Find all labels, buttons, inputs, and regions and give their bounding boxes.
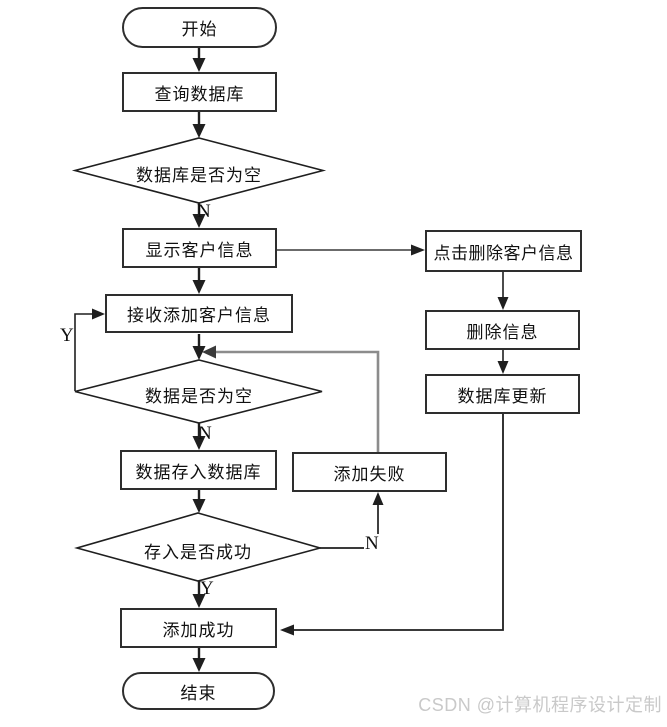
data-empty-decision-shape xyxy=(74,359,323,424)
add-success-process: 添加成功 xyxy=(120,608,277,648)
db-empty-decision-label: 数据库是否为空 xyxy=(136,166,262,185)
start-label: 开始 xyxy=(181,20,218,39)
show-customer-info-label: 显示客户信息 xyxy=(145,240,254,260)
arrowhead-down-addsuccess xyxy=(192,594,206,608)
start-terminator: 开始 xyxy=(122,7,277,48)
arrowhead-down-dataempty xyxy=(192,346,206,360)
click-delete-customer-info-label: 点击删除客户信息 xyxy=(433,243,574,263)
main-flow-arrows xyxy=(192,48,206,672)
branch-label-store-success-yes: Y xyxy=(200,578,214,599)
branch-label-data-empty-no: N xyxy=(198,423,212,444)
add-fail-process: 添加失败 xyxy=(292,452,447,492)
receive-add-customer-info-label: 接收添加客户信息 xyxy=(127,306,271,325)
connector-clickdelete-to-deleteinfo xyxy=(497,272,509,310)
arrowhead-left-feedback xyxy=(202,345,216,359)
receive-add-customer-info-process: 接收添加客户信息 xyxy=(105,294,293,333)
arrowhead-down-receiveadd xyxy=(192,280,206,294)
store-success-decision-label: 存入是否成功 xyxy=(144,543,252,562)
store-data-process: 数据存入数据库 xyxy=(120,450,277,490)
db-empty-decision-shape xyxy=(71,137,327,204)
branch-label-store-success-no: N xyxy=(364,533,380,554)
db-update-label: 数据库更新 xyxy=(457,386,548,406)
arrowhead-down-querydb xyxy=(192,58,206,72)
add-fail-label: 添加失败 xyxy=(333,464,406,484)
end-terminator: 结束 xyxy=(122,672,275,710)
db-update-process: 数据库更新 xyxy=(425,374,580,414)
store-success-decision-shape xyxy=(74,512,323,582)
connector-show-to-clickdelete xyxy=(277,244,425,256)
arrowhead-right-clickdelete xyxy=(411,244,425,256)
arrowhead-down-deleteinfo xyxy=(497,297,509,310)
query-db-process: 查询数据库 xyxy=(122,72,277,112)
store-data-label: 数据存入数据库 xyxy=(135,462,262,482)
arrowhead-down-storesuccess xyxy=(192,499,206,513)
branch-label-data-empty-yes: Y xyxy=(60,325,74,346)
end-label: 结束 xyxy=(180,683,217,703)
add-success-label: 添加成功 xyxy=(162,620,235,640)
connector-addfail-feedback xyxy=(202,345,380,452)
query-db-label: 查询数据库 xyxy=(154,84,245,104)
arrowhead-down-dbupdate xyxy=(497,361,509,374)
arrowhead-down-showinfo xyxy=(192,214,206,228)
arrowhead-left-addsuccess xyxy=(280,624,294,636)
watermark: CSDN @计算机程序设计定制 xyxy=(418,695,662,715)
delete-info-process: 删除信息 xyxy=(425,310,580,350)
branch-label-db-empty-no: N xyxy=(197,201,211,222)
arrowhead-down-storedata xyxy=(192,436,206,450)
click-delete-customer-info-process: 点击删除客户信息 xyxy=(425,230,582,272)
arrowhead-up-addfail xyxy=(372,492,384,505)
connector-deleteinfo-to-dbupdate xyxy=(497,350,509,374)
delete-info-label: 删除信息 xyxy=(466,322,539,342)
data-empty-decision-label: 数据是否为空 xyxy=(145,387,253,406)
connector-dataempty-yes-loop xyxy=(74,308,105,391)
arrowhead-down-end xyxy=(192,658,206,672)
arrowhead-right-receiveadd xyxy=(92,308,105,320)
connector-dbupdate-to-addsuccess xyxy=(280,414,504,636)
arrowhead-down-dbempty xyxy=(192,124,206,138)
show-customer-info-process: 显示客户信息 xyxy=(122,228,277,268)
